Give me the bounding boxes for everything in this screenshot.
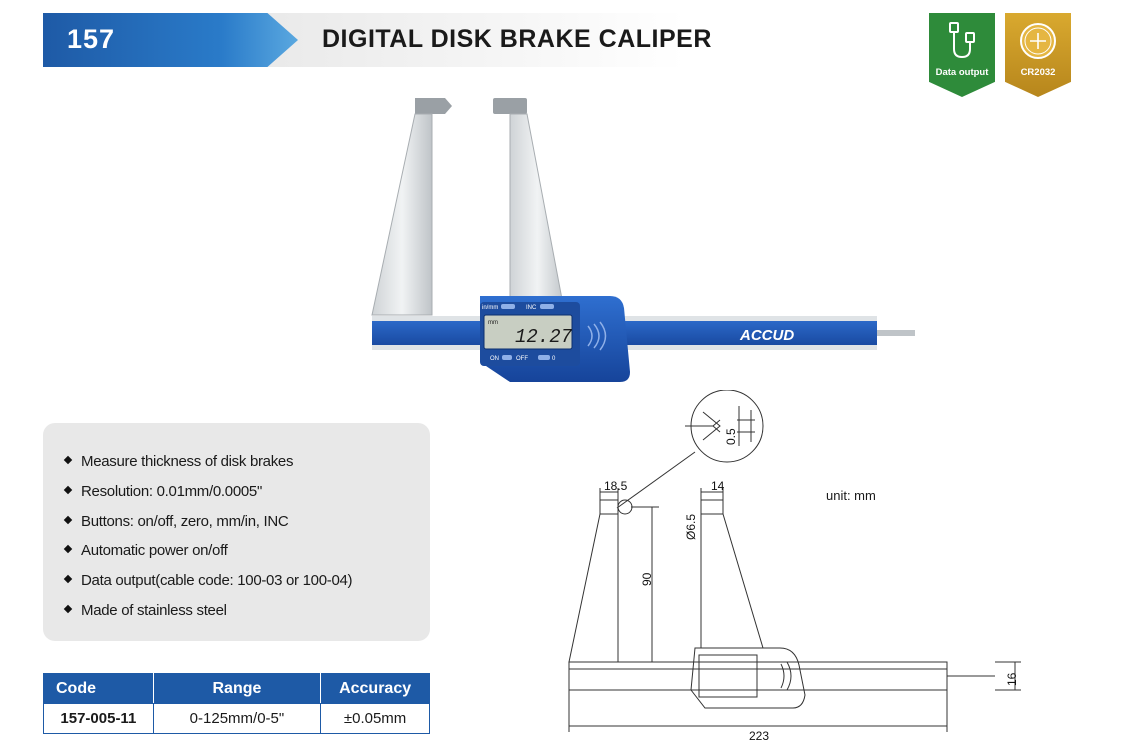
zero-button-label: 0: [552, 356, 556, 362]
caliper-product-image: ACCUD in/mm INC mm 12.27 ON OFF 0: [371, 98, 915, 382]
code-banner: [43, 13, 298, 67]
usb-cable-icon: [949, 22, 975, 59]
data-output-badge: Data output: [929, 13, 995, 97]
cell-accuracy: ±0.05mm: [320, 703, 430, 734]
lcd-reading: 12.27: [515, 326, 573, 348]
table-row: 157-005-11 0-125mm/0-5" ±0.05mm: [43, 703, 430, 734]
bullet-icon: [63, 574, 73, 584]
dim-tip-diameter: Ø6.5: [684, 514, 698, 540]
column-header-code: Code: [43, 673, 154, 704]
bullet-icon: [63, 455, 73, 465]
dim-beam-height: 16: [1005, 672, 1019, 686]
feature-item: Data output(cable code: 100-03 or 100-04…: [63, 570, 430, 600]
table-header-row: Code Range Accuracy: [43, 673, 430, 704]
column-header-range: Range: [152, 673, 322, 704]
features-panel: Measure thickness of disk brakes Resolut…: [43, 423, 430, 641]
zero-button[interactable]: [538, 355, 550, 360]
dim-tip-width: 18.5: [604, 479, 628, 493]
features-list: Measure thickness of disk brakes Resolut…: [63, 451, 430, 630]
data-output-label: Data output: [935, 67, 989, 78]
on-off-button[interactable]: [502, 355, 512, 360]
unit-label: unit: mm: [826, 488, 876, 503]
bullet-icon: [63, 545, 73, 554]
bullet-icon: [63, 515, 73, 524]
cell-code: 157-005-11: [43, 703, 154, 734]
lcd-unit: mm: [488, 320, 498, 326]
coin-battery-icon: [1020, 23, 1056, 59]
dim-total-length: 223: [749, 729, 769, 740]
bullet-icon: [63, 604, 73, 614]
feature-item: Buttons: on/off, zero, mm/in, INC: [63, 511, 430, 541]
inmm-button[interactable]: [501, 304, 515, 309]
feature-item: Automatic power on/off: [63, 540, 430, 570]
bullet-icon: [63, 485, 73, 495]
product-code: 157: [67, 24, 116, 54]
column-header-accuracy: Accuracy: [320, 673, 430, 704]
dim-tip-detail: 0.5: [724, 428, 738, 445]
inmm-button-label: in/mm: [482, 305, 498, 311]
dim-jaw-height: 90: [640, 572, 654, 586]
feature-item: Resolution: 0.01mm/0.0005": [63, 481, 430, 511]
off-button-label: OFF: [516, 356, 528, 362]
brand-logo: ACCUD: [739, 327, 794, 344]
spec-table: Code Range Accuracy 157-005-11 0-125mm/0…: [43, 673, 430, 734]
technical-drawing: 18.5 14 Ø6.5 90 0.5 16 223: [568, 390, 1021, 740]
on-button-label: ON: [490, 356, 499, 362]
cell-range: 0-125mm/0-5": [152, 703, 322, 734]
battery-label: CR2032: [1020, 67, 1056, 78]
battery-badge: CR2032: [1005, 13, 1071, 97]
feature-item: Measure thickness of disk brakes: [63, 451, 430, 481]
inc-button-label: INC: [526, 305, 537, 311]
dim-jaw-width: 14: [711, 479, 725, 493]
inc-button[interactable]: [540, 304, 554, 309]
feature-item: Made of stainless steel: [63, 600, 430, 630]
page-title: DIGITAL DISK BRAKE CALIPER: [322, 25, 712, 53]
